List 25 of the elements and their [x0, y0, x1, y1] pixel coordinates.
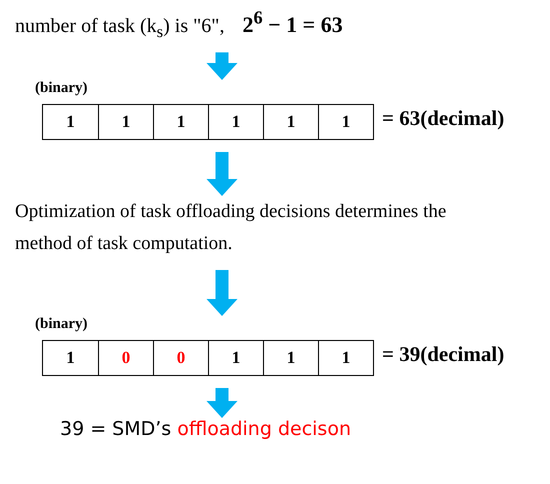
bit-cell: 0 [153, 341, 208, 375]
decimal-value: = 63(decimal) [382, 106, 504, 131]
block-arrow [206, 152, 238, 196]
result-text: 39 = SMD’s [60, 418, 172, 440]
decision-text: offloading decison [177, 418, 351, 440]
bit-cell: 1 [263, 341, 318, 375]
bit-cell: 1 [318, 105, 373, 139]
bit-cell: 1 [98, 105, 153, 139]
description-text: Optimization of task offloading decisions determines the method of task computation. [15, 201, 446, 254]
bit-cell: 0 [98, 341, 153, 375]
bit-cell-text: 1 [65, 347, 76, 369]
bit-cell: 1 [208, 341, 263, 375]
bit-cell: 1 [153, 105, 208, 139]
block-arrow [206, 52, 238, 80]
bit-cell: 1 [318, 341, 373, 375]
binary-label: (binary) [35, 316, 88, 333]
block-arrow [206, 270, 238, 316]
bit-cell-text: 1 [65, 111, 76, 133]
bit-cell: 1 [263, 105, 318, 139]
formula-text: 2$^{6}$ − 1 = 63 [242, 12, 343, 38]
block-arrow [206, 388, 238, 418]
task-count-text: number of task (k$_{s}$) is "6", [15, 15, 224, 38]
decimal-value: = 39(decimal) [382, 342, 504, 367]
bit-cell: 1 [208, 105, 263, 139]
binary-label: (binary) [35, 80, 88, 97]
